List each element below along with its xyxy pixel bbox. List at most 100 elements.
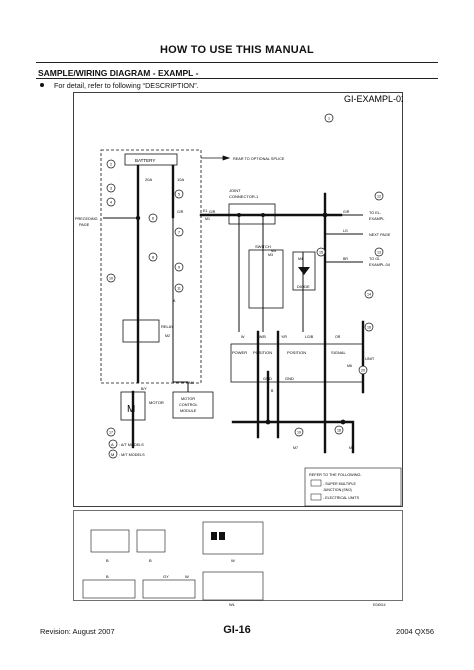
rear-splice-label: REAR TO OPTIONAL SPLICE [233,157,285,161]
callout-number: 2 [110,162,112,166]
top-rule [36,62,438,63]
callout-number: 16 [367,325,371,329]
legend-m-marker [108,449,118,459]
to-el-label-2: EXAMPL [369,217,384,221]
switch-label: SWITCH [255,244,271,249]
motor-box [120,391,146,421]
smj-badge [310,479,322,487]
callout-number: 18 [337,428,341,432]
connector-m7: M7 [293,446,298,450]
smj-label-1: - SUPER MULTIPLE [323,482,356,486]
connector-m9: M9 [189,381,194,385]
to-gi-label-1: TO GI- [369,257,381,261]
position-b-label: POSITION [287,350,306,355]
legend-at-models: : A/T MODELS [119,443,144,447]
fuse-10a-label: 10A [177,177,184,182]
connector-w2 [142,579,196,599]
callout-number: 13 [377,250,381,254]
gnd2-label: GND [285,376,294,381]
connector-gy [82,579,136,599]
callout-number: 4 [110,200,112,204]
joint-label-2: CONNECTOR-1 [229,194,259,199]
relay-label: RELAY [161,324,174,329]
wire-code-lgb: LG/B [305,335,314,339]
connector-panel-border [73,510,403,601]
connector-m4: M4 [298,257,303,261]
legend-a-marker [108,439,118,449]
refer-label: REFER TO THE FOLLOWING. [309,473,362,477]
motor-m-glyph: M [127,404,135,415]
callout-number: 12 [377,194,381,198]
legend-a-glyph: A [111,442,114,447]
connector-w1 [202,521,264,555]
lower-label-wl: WL [229,602,236,607]
unit-label: UNIT [365,356,375,361]
reference-box [304,467,402,507]
lower-label-gy: GY [163,574,169,579]
section-heading: SAMPLE/WIRING DIAGRAM - EXAMPL - [38,68,199,78]
preceding-label-1: PRECEDING [75,217,98,221]
electrical-units-label: - ELECTRICAL UNITS [323,496,360,500]
position-a-label: POSITION [253,350,272,355]
bullet-dot [40,83,44,87]
footer-revision: Revision: August 2007 [40,627,115,636]
joint-connector-box [228,203,276,225]
lower-label-w1: W [231,558,235,563]
callout-number: 20 [361,368,365,372]
connector-m3: M3 [268,253,273,257]
connector-e1: E1 [203,209,207,213]
motor-control-label-3: MODULE [180,409,197,413]
connector-m8: M8 [349,446,354,450]
wire-code-by: B/Y [141,387,147,391]
callout-number: 14 [367,292,371,296]
wire-code-br: BR [343,257,348,261]
callout-number: 8 [152,255,154,259]
wire-code-wb: W/B [259,335,266,339]
wire-code-gr: G/R [177,210,184,214]
rear-arrow [222,155,231,161]
connector-diagram: B B W B GY W WL EGI0014 [73,510,403,607]
battery-dashed-box [100,149,202,384]
connector-wl [202,571,264,601]
callout-number: 15 [319,250,323,254]
to-gi-label-2: EXAMPL-04 [369,263,390,267]
diode-symbol [298,267,310,275]
page-title: HOW TO USE THIS MANUAL [160,44,314,56]
next-page-label: NEXT PAGE [369,233,391,237]
callout-number: 17 [109,430,113,434]
signal-label: SIGNAL [331,350,346,355]
footer-page-number: GI-16 [223,624,251,636]
unit-box [230,343,364,383]
splice-dots [135,212,346,425]
legend-m-glyph: M [111,452,114,457]
connector-b1 [90,529,130,553]
bullet-line: For detail, refer to following “DESCRIPT… [40,81,199,90]
connector-m1: M1 [205,217,210,221]
wire-code-gr2: G/R [209,210,216,214]
wire-gnd-bus [231,420,355,454]
power-label: POWER [232,350,247,355]
callout-number: 19 [297,430,301,434]
footer-model: 2004 QX56 [396,627,434,636]
connector-a: A [173,299,176,303]
legend-mt-models: : M/T MODELS [119,453,145,457]
diagram-id-label: GI-EXAMPL-02 [344,94,403,104]
callout-markers [106,113,384,437]
motor-control-label-2: CONTROL [179,403,198,407]
wiring-diagram: GI-EXAMPL-02 BATTERY REAR TO OPTIONAL SP… [73,92,403,507]
relay-box [122,319,160,343]
connector-m2: M2 [165,334,170,338]
wire-code-w: W [241,335,245,339]
lower-label-b1: B [106,558,109,563]
lower-label-b2: B [149,558,152,563]
lower-label-b3: B [106,574,109,579]
motor-label: MOTOR [149,400,164,405]
bullet-text: For detail, refer to following “DESCRIPT… [54,81,199,90]
diagram-border [73,92,403,507]
motor-control-label-1: MOTOR [181,397,195,401]
wire-code-b: B [271,389,274,393]
battery-box [124,153,178,166]
diagram-code: EGI0014 [373,603,386,607]
switch-box [248,249,284,309]
callout-number: 7 [178,230,180,234]
